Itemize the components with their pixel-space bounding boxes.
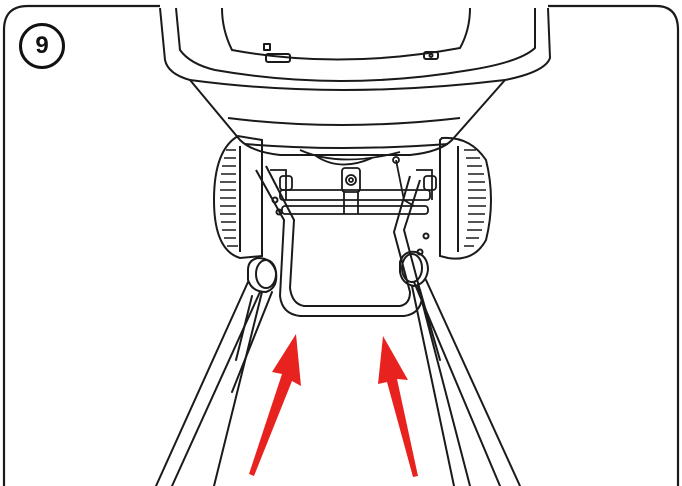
- panel-border: [2, 4, 680, 486]
- step-number: 9: [35, 32, 49, 59]
- handle-frame: [247, 165, 430, 317]
- left-push-arrow: [249, 334, 301, 476]
- step-badge: 9: [19, 23, 65, 69]
- push-direction-arrow-icon: [249, 334, 418, 477]
- right-push-arrow: [378, 336, 418, 477]
- hopper: [159, 7, 551, 156]
- handle-rails: [155, 279, 521, 486]
- right-wheel: [439, 136, 492, 260]
- axle-assembly: [270, 149, 437, 215]
- left-wheel: [212, 134, 263, 260]
